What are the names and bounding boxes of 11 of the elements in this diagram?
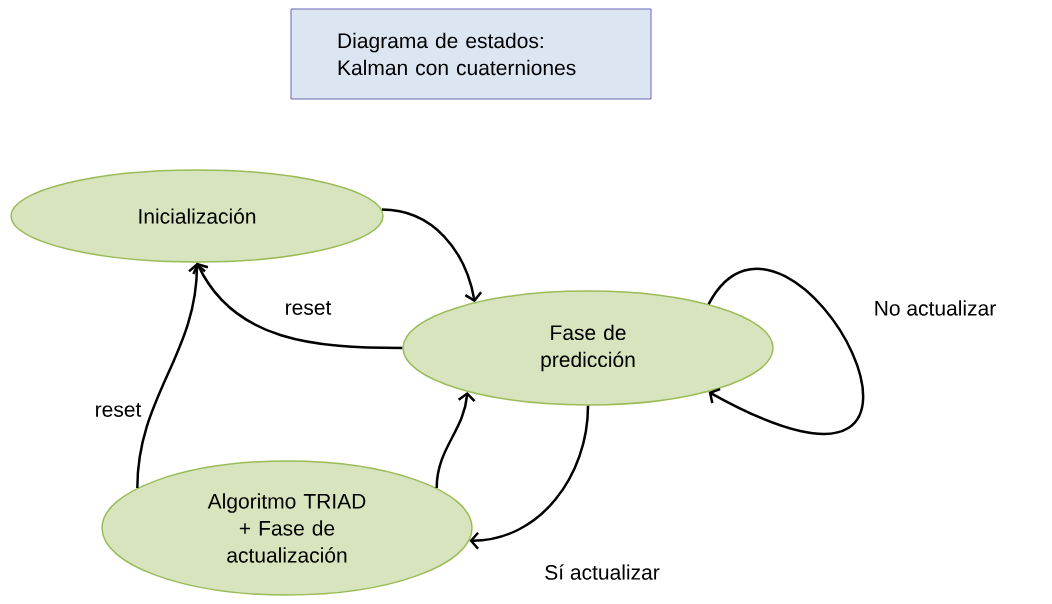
arrow	[435, 391, 476, 488]
arrow	[192, 262, 403, 350]
arrow	[381, 208, 483, 303]
title-box: Diagrama de estados: Kalman con cuaterniones	[290, 8, 652, 100]
edge-label: Sí actualizar	[542, 562, 662, 582]
edge-label: reset	[282, 299, 334, 317]
arrow	[469, 405, 590, 550]
edge-label: No actualizar	[871, 298, 999, 318]
arrow	[136, 262, 206, 488]
arrow	[707, 267, 864, 435]
edge-label: reset	[92, 401, 144, 419]
